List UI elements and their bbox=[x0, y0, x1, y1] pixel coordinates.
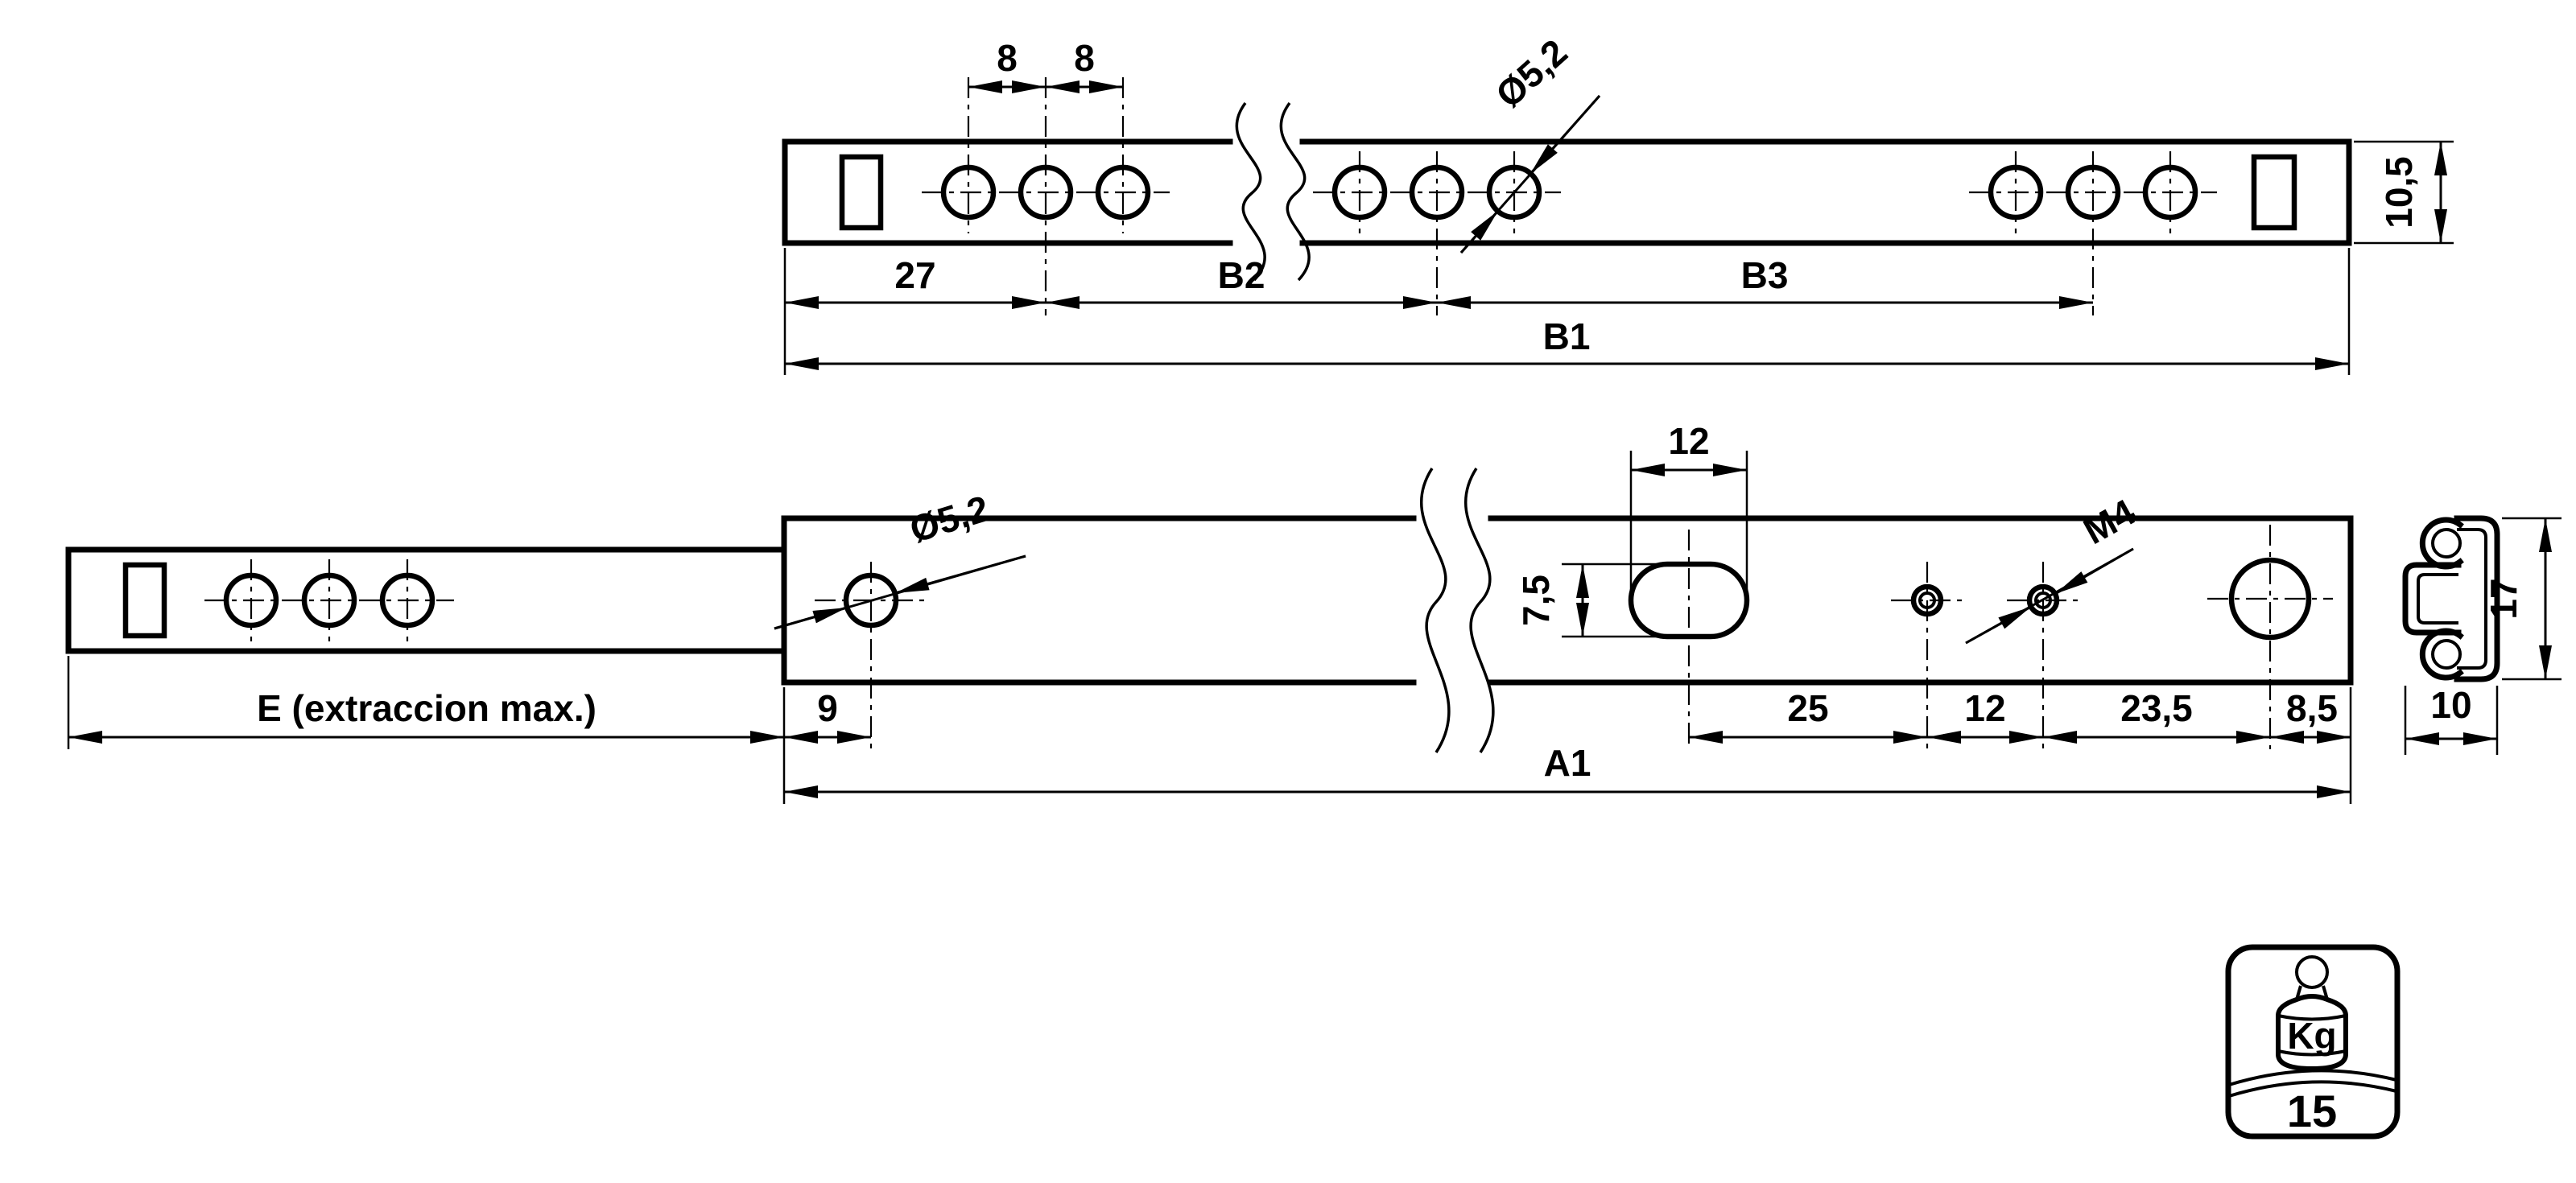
centerline bbox=[922, 77, 2217, 315]
dim-text-9: 9 bbox=[817, 687, 838, 729]
outer-rail-outline bbox=[781, 515, 2354, 686]
slot bbox=[839, 154, 884, 231]
top-rail-view: 8 8 Ø5,2 27 B2 B3 B1 10,5 bbox=[782, 31, 2454, 375]
top-rail-outline bbox=[782, 138, 2352, 246]
dim-text-10-5: 10,5 bbox=[2378, 156, 2420, 229]
badge-unit-label: Kg bbox=[2287, 1015, 2336, 1057]
extension-line bbox=[783, 248, 2351, 375]
dim-text-12: 12 bbox=[1964, 687, 2005, 729]
slot bbox=[122, 562, 167, 639]
dim-text-b3: B3 bbox=[1741, 254, 1789, 296]
thread-leader: M4 bbox=[1965, 491, 2142, 645]
section-outer-rail bbox=[2454, 515, 2500, 682]
dim-text-23-5: 23,5 bbox=[2120, 687, 2193, 729]
dim-text-b2: B2 bbox=[1218, 254, 1265, 296]
hole-diameter-leader: Ø5,2 bbox=[774, 487, 1026, 630]
load-capacity-badge: Kg 15 bbox=[2225, 944, 2401, 1140]
section-hook bbox=[2419, 628, 2464, 681]
badge-value: 15 bbox=[2287, 1086, 2337, 1136]
badge-divider bbox=[2228, 1069, 2397, 1098]
cross-section-view: 17 10 bbox=[2402, 515, 2562, 755]
dim-text-25: 25 bbox=[1787, 687, 1828, 729]
badge-border bbox=[2225, 944, 2401, 1140]
slot bbox=[2251, 154, 2297, 231]
extension-line bbox=[67, 656, 2352, 804]
break-line bbox=[1420, 468, 1495, 753]
inner-rail-outline bbox=[65, 546, 787, 654]
dim-text-hole-dia: Ø5,2 bbox=[905, 487, 994, 550]
dim-text-8-5: 8,5 bbox=[2286, 687, 2338, 729]
dim-text-a1: A1 bbox=[1544, 742, 1591, 784]
dim-text-thread: M4 bbox=[2077, 491, 2142, 553]
extension-line bbox=[1562, 563, 1668, 638]
dim-text-b1: B1 bbox=[1543, 315, 1591, 357]
dim-text-extraction: E (extraccion max.) bbox=[257, 687, 597, 729]
section-outer-rail-inner-wall bbox=[2457, 528, 2487, 670]
break-line bbox=[1235, 101, 1311, 282]
section-hook bbox=[2419, 517, 2464, 570]
centerline bbox=[204, 559, 454, 641]
dim-text-17: 17 bbox=[2483, 578, 2524, 619]
weight-icon: Kg bbox=[2276, 955, 2348, 1072]
dim-text-slot-width: 12 bbox=[1668, 420, 1709, 462]
dim-text-8-left: 8 bbox=[997, 37, 1018, 79]
section-ball bbox=[2431, 639, 2462, 670]
dim-text-hole-dia: Ø5,2 bbox=[1488, 31, 1575, 115]
dim-text-27: 27 bbox=[894, 254, 935, 296]
dim-text-10: 10 bbox=[2430, 684, 2471, 726]
section-inner-rail-wall bbox=[2417, 573, 2458, 624]
large-hole bbox=[2228, 557, 2312, 641]
centerline bbox=[2207, 525, 2333, 749]
section-ball bbox=[2431, 528, 2462, 559]
section-inner-rail bbox=[2402, 562, 2462, 636]
dim-text-8-right: 8 bbox=[1074, 37, 1095, 79]
dim-text-slot-height: 7,5 bbox=[1515, 575, 1557, 626]
extended-rail-view: Ø5,2 12 7,5 M4 bbox=[65, 420, 2354, 804]
